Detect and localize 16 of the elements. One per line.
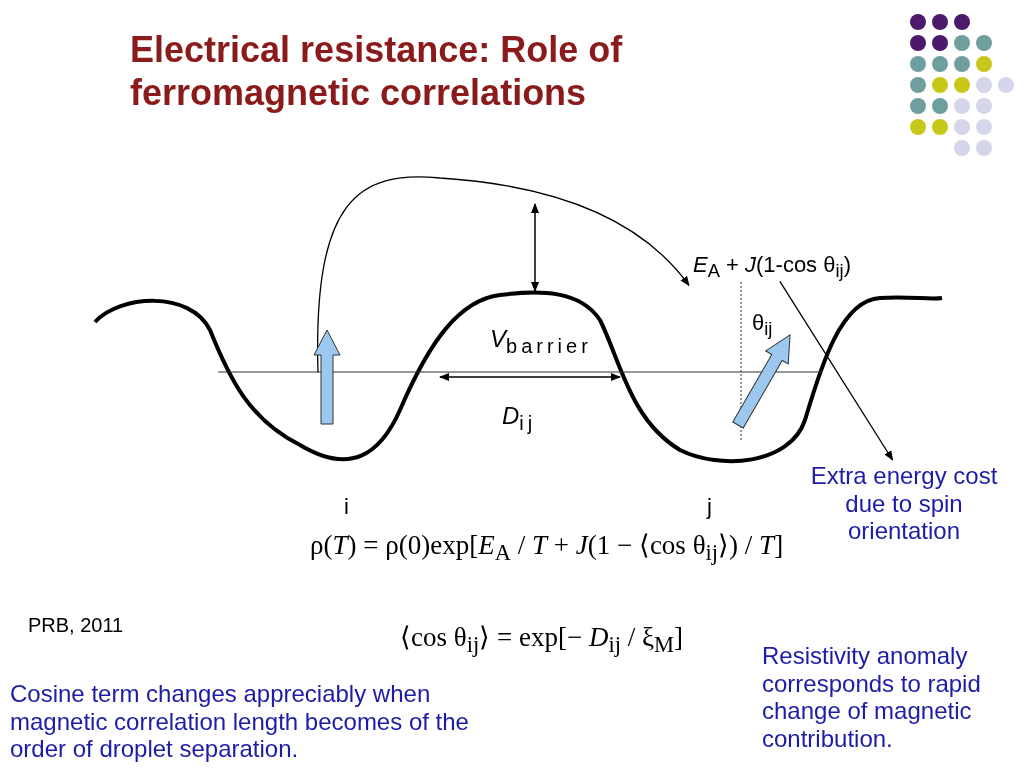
annotation-text: E$_{A}$ + J(1-cos θ$_{ij}$)	[693, 252, 851, 282]
citation: PRB, 2011	[28, 614, 124, 637]
equation: ρ(T) = ρ(0)exp[E$_{A}$ / T + J(1 − ⟨cos θ$_{ij}$⟩) / T]	[310, 530, 784, 567]
math-label: θ$_{ij}$	[752, 310, 773, 340]
arrow	[317, 176, 690, 373]
math-label: V$_{barrier}$	[490, 325, 592, 358]
leader-line	[779, 280, 894, 461]
math-label: D$_{ij}$	[502, 402, 537, 435]
site-label: j	[707, 494, 712, 520]
site-label: i	[344, 494, 349, 520]
note-text: Resistivity anomaly corresponds to rapid change of magnetic contribution.	[762, 642, 982, 753]
note-text: Cosine term changes appreciably when magnetic correlation length becomes of the order of droplet separation.	[10, 680, 470, 763]
equation: ⟨cos θ$_{ij}$⟩ = exp[− D$_{ij}$ / ξ$_{M}$]	[400, 622, 683, 659]
annotation-text: Extra energy cost due to spin orientation	[790, 462, 1018, 545]
spin-arrow	[313, 329, 341, 425]
slide-title: Electrical resistance: Role of ferromagnetic correlations	[130, 28, 624, 115]
